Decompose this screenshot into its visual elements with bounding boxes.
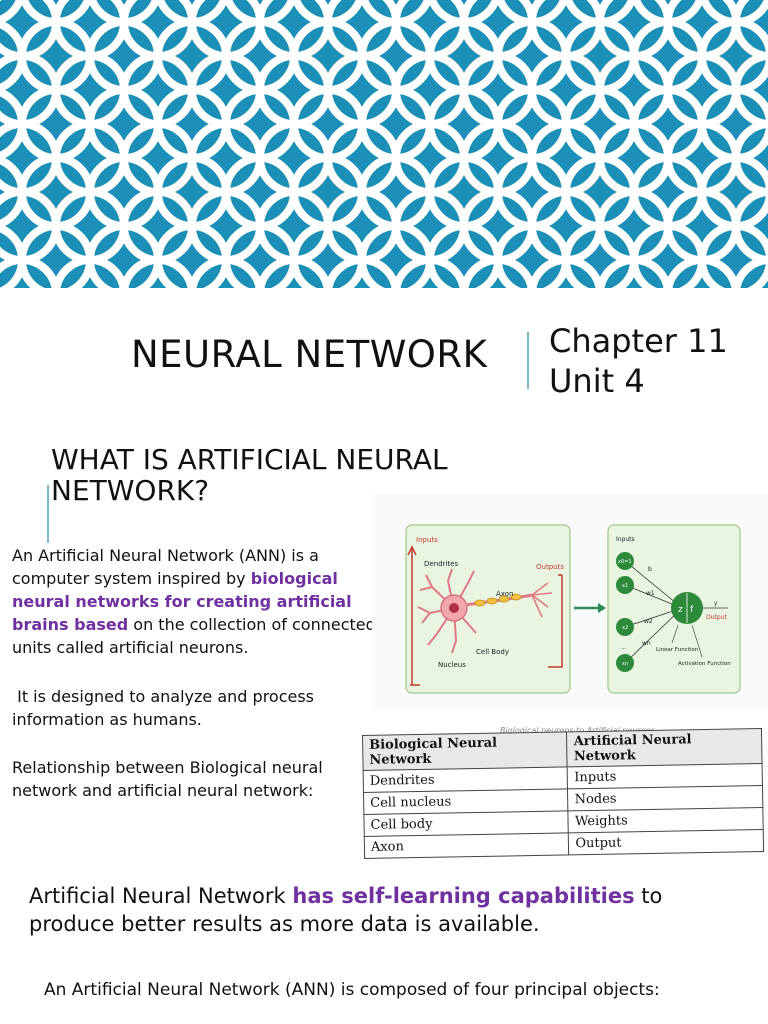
self-learning-statement: Artificial Neural Network has self-learn…	[29, 882, 749, 938]
table-caption: Biological neurons to Artificial neurons	[500, 726, 655, 735]
section-heading-line2: NETWORK?	[51, 474, 210, 507]
biological-panel	[405, 524, 571, 694]
statement-highlight: has self-learning capabilities	[292, 884, 635, 908]
closing-sentence: An Artificial Neural Network (ANN) is co…	[44, 980, 660, 1000]
nucleus-label: Nucleus	[438, 661, 466, 669]
definition-paragraph: An Artificial Neural Network (ANN) is a …	[12, 544, 392, 659]
decorative-banner	[0, 0, 768, 288]
weight-w1-label: w1	[646, 590, 655, 597]
chapter-label: Chapter 11 Unit 4	[549, 321, 728, 401]
axon-label: Axon	[496, 590, 513, 598]
section-accent-bar	[47, 485, 49, 543]
ellipsis-label: ...	[621, 644, 627, 651]
table-header-cell: Biological Neural Network	[362, 731, 568, 771]
weight-w2-label: w2	[644, 618, 653, 625]
definition-highlight: biological neural networks for creating …	[12, 569, 352, 634]
input-nodes	[616, 552, 634, 672]
node-x2-label: x2	[622, 625, 628, 631]
title-divider	[527, 332, 529, 389]
weight-b-label: b	[648, 566, 652, 573]
table-cell: Axon	[364, 832, 570, 859]
axon-terminals	[531, 582, 553, 618]
unit-number: Unit 4	[549, 362, 645, 400]
chapter-number: Chapter 11	[549, 322, 728, 360]
neuron-diagram: Inputs Dendrites Outputs	[372, 495, 768, 710]
table-cell: Output	[568, 829, 764, 855]
z-label: z	[678, 605, 683, 615]
y-label: y	[714, 600, 718, 607]
myelin-sheath	[474, 593, 522, 607]
page-title: NEURAL NETWORK	[131, 333, 488, 376]
activation-function-label: Activation Function	[678, 661, 731, 667]
section-heading-line1: WHAT IS ARTIFICIAL NEURAL	[51, 443, 448, 476]
linear-function-label: Linear Function	[656, 647, 699, 653]
purpose-paragraph: It is designed to analyze and process in…	[12, 685, 372, 731]
purpose-text: It is designed to analyze and process in…	[12, 687, 315, 729]
definition-text-end: on the collection of connected units cal…	[12, 615, 376, 657]
table-header-cell: Artificial Neural Network	[566, 728, 763, 767]
arrow-icon	[598, 603, 606, 613]
definition-text-start: An Artificial Neural Network (ANN) is a …	[12, 546, 319, 588]
dendrites-label: Dendrites	[424, 560, 458, 568]
comparison-table: Biological Neural Network Artificial Neu…	[362, 728, 764, 859]
f-label: f	[690, 605, 694, 615]
bio-inputs-label: Inputs	[416, 536, 438, 544]
nucleus	[449, 603, 459, 613]
node-x1-label: x1	[622, 583, 628, 589]
output-label: Output	[706, 614, 727, 621]
cell-body-label: Cell Body	[476, 648, 509, 656]
relationship-paragraph: Relationship between Biological neural n…	[12, 758, 323, 800]
section-heading: WHAT IS ARTIFICIAL NEURAL NETWORK?	[51, 444, 448, 506]
node-x0-label: x0=1	[618, 559, 632, 565]
bio-outputs-label: Outputs	[536, 563, 564, 571]
weight-wn-label: wn	[642, 640, 651, 647]
art-inputs-label: Inputs	[616, 536, 635, 543]
statement-end: to produce better results as more data i…	[29, 884, 663, 936]
statement-start: Artificial Neural Network	[29, 884, 293, 908]
node-xn-label: xn	[622, 661, 628, 667]
